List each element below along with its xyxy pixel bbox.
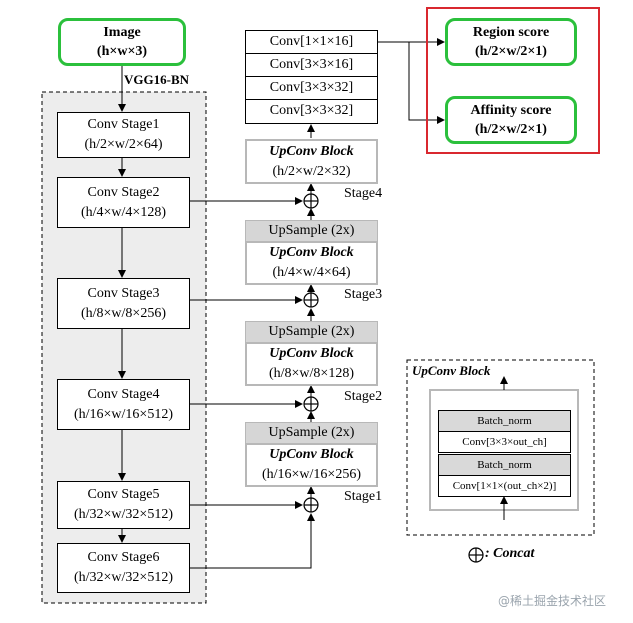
arrow-head-to-affinity [408, 42, 445, 124]
upconv-shape: (h/8×w/8×128) [268, 366, 354, 381]
upconv-title: UpConv Block [269, 346, 354, 361]
backbone-label: VGG16-BN [124, 72, 189, 87]
conv-stage-name: Conv Stage5 [87, 487, 160, 502]
upconv-shape: (h/16×w/16×256) [261, 467, 361, 482]
region-score-box: Region score (h/2×w/2×1) [445, 18, 577, 66]
upconv-block-2: UpConv Block (h/8×w/8×128) [245, 342, 378, 386]
output-title: Affinity score [470, 103, 552, 118]
affinity-score-box: Affinity score (h/2×w/2×1) [445, 96, 577, 144]
output-title: Region score [472, 25, 550, 40]
concat-circle-stage4 [303, 193, 319, 209]
conv-stage-6: Conv Stage6 (h/32×w/32×512) [57, 543, 190, 593]
stage-label-3: Stage3 [344, 287, 383, 302]
watermark: @稀土掘金技术社区 [498, 594, 607, 608]
legend-batchnorm-1: Batch_norm [438, 410, 571, 432]
stage-label-4: Stage4 [344, 186, 383, 201]
upconv-shape: (h/2×w/2×32) [272, 164, 351, 179]
upconv-title: UpConv Block [269, 447, 354, 462]
upsample-1: UpSample (2x) [245, 422, 378, 444]
upsample-3: UpSample (2x) [245, 220, 378, 242]
upconv-block-1: UpConv Block (h/16×w/16×256) [245, 443, 378, 487]
concat-circle-stage2 [303, 396, 319, 412]
legend-conv1x1: Conv[1×1×(out_ch×2)] [438, 475, 571, 497]
conv-stage-4: Conv Stage4 (h/16×w/16×512) [57, 379, 190, 430]
head-conv-1: Conv[1×1×16] [245, 30, 378, 54]
input-title: Image [103, 25, 141, 40]
upsample-2: UpSample (2x) [245, 321, 378, 343]
conv-stage-1: Conv Stage1 (h/2×w/2×64) [57, 112, 190, 158]
output-shape: (h/2×w/2×1) [475, 122, 547, 137]
conv-stage-name: Conv Stage6 [87, 550, 160, 565]
stage-label-2: Stage2 [344, 389, 383, 404]
skip-stage6 [190, 513, 315, 569]
upconv-shape: (h/4×w/4×64) [272, 265, 351, 280]
conv-stage-5: Conv Stage5 (h/32×w/32×512) [57, 481, 190, 529]
upconv-block-4: UpConv Block (h/2×w/2×32) [245, 139, 378, 184]
legend-batchnorm-2: Batch_norm [438, 454, 571, 476]
conv-stage-name: Conv Stage4 [87, 386, 160, 402]
conv-stage-name: Conv Stage2 [87, 184, 160, 200]
legend-title: UpConv Block [412, 363, 491, 378]
legend-concat-label: : Concat [485, 546, 535, 561]
conv-stage-2: Conv Stage2 (h/4×w/4×128) [57, 177, 190, 228]
head-conv-4: Conv[3×3×32] [245, 99, 378, 124]
conv-stage-shape: (h/32×w/32×512) [73, 570, 173, 585]
conv-stage-name: Conv Stage3 [87, 285, 160, 301]
legend-concat-icon [468, 547, 484, 563]
concat-circle-stage1 [303, 497, 319, 513]
conv-stage-shape: (h/2×w/2×64) [84, 137, 163, 152]
conv-stage-3: Conv Stage3 (h/8×w/8×256) [57, 278, 190, 329]
upconv-title: UpConv Block [269, 245, 354, 260]
conv-stage-shape: (h/4×w/4×128) [80, 204, 166, 220]
head-conv-3: Conv[3×3×32] [245, 76, 378, 100]
output-shape: (h/2×w/2×1) [475, 44, 547, 59]
legend-conv3x3: Conv[3×3×out_ch] [438, 431, 571, 453]
concat-circle-stage3 [303, 292, 319, 308]
upconv-title: UpConv Block [269, 144, 354, 159]
conv-stage-shape: (h/32×w/32×512) [73, 507, 173, 522]
stage-label-1: Stage1 [344, 489, 383, 504]
conv-stage-shape: (h/8×w/8×256) [80, 305, 166, 321]
upconv-block-3: UpConv Block (h/4×w/4×64) [245, 241, 378, 285]
input-image-box: Image (h×w×3) [58, 18, 186, 66]
head-conv-2: Conv[3×3×16] [245, 53, 378, 77]
input-shape: (h×w×3) [96, 44, 148, 59]
conv-stage-shape: (h/16×w/16×512) [73, 406, 173, 422]
output-frame [426, 7, 600, 154]
conv-stage-name: Conv Stage1 [87, 117, 160, 132]
